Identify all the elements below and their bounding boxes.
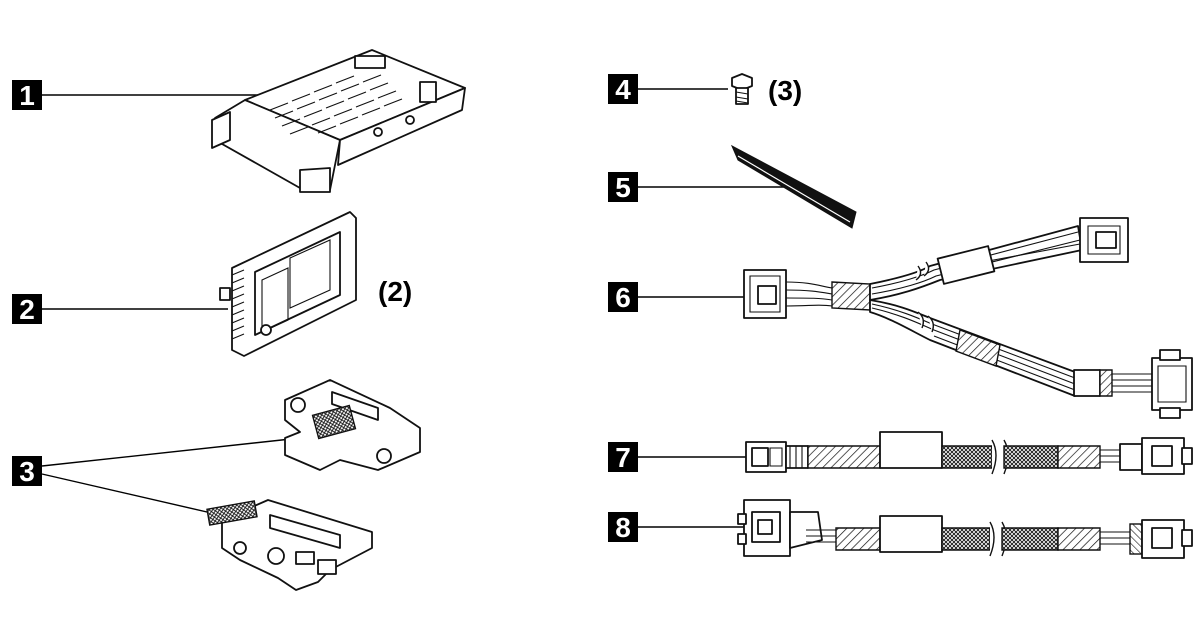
- leader-line: [41, 437, 301, 467]
- callout-number: 2: [19, 294, 35, 325]
- filler-quantity: (2): [378, 276, 412, 307]
- callout-6: 6: [608, 282, 748, 313]
- callout-badge: [12, 294, 42, 324]
- callout-number: 8: [615, 512, 631, 543]
- callout-badge: [608, 172, 638, 202]
- callout-2: 2: [12, 294, 228, 325]
- signal-cable-bracket-illustration: [737, 499, 1193, 559]
- callout-badge: [608, 74, 638, 104]
- callout-badge: [608, 442, 638, 472]
- interposer-boards-illustration: [206, 379, 421, 591]
- leader-line: [41, 473, 221, 516]
- callout-number: 1: [19, 80, 35, 111]
- callout-number: 7: [615, 442, 631, 473]
- callout-8: 8: [608, 512, 748, 543]
- callout-4: 4: [608, 74, 728, 105]
- screw-illustration: [731, 73, 753, 105]
- callout-badge: [608, 282, 638, 312]
- callout-7: 7: [608, 442, 748, 473]
- callout-5: 5: [608, 172, 792, 203]
- callout-number: 6: [615, 282, 631, 313]
- drive-filler-illustration: [219, 211, 357, 357]
- callout-badge: [12, 456, 42, 486]
- drive-cage-illustration: [211, 49, 466, 193]
- strip-illustration: [730, 144, 857, 229]
- callout-number: 4: [615, 74, 631, 105]
- callout-number: 5: [615, 172, 631, 203]
- callout-3: 3: [12, 437, 301, 516]
- callout-number: 3: [19, 456, 35, 487]
- screw-quantity: (3): [768, 75, 802, 106]
- y-power-cable-illustration: [743, 217, 1193, 419]
- callout-badge: [12, 80, 42, 110]
- callout-badge: [608, 512, 638, 542]
- signal-cable-illustration: [745, 431, 1193, 475]
